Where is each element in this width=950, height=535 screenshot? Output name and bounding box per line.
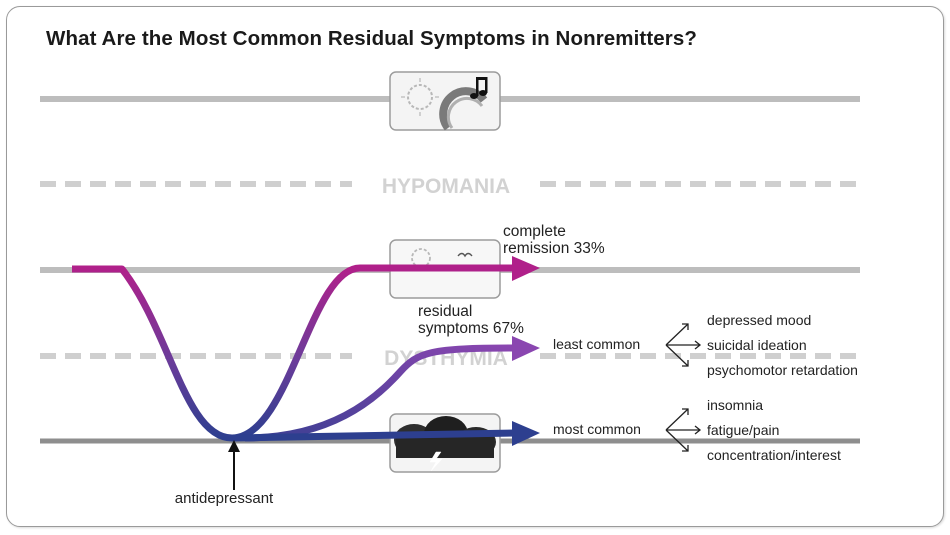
storm-cloud-icon (389, 413, 501, 473)
least-common-branch-arrows (665, 323, 702, 367)
most-common-branch-arrows (665, 408, 702, 452)
most-common-item-2: fatigue/pain (707, 422, 779, 438)
sun-music-icon (389, 71, 501, 131)
antidepressant-label: antidepressant (175, 490, 274, 507)
least-common-item-2: suicidal ideation (707, 337, 807, 353)
most-common-item-1: insomnia (707, 397, 763, 413)
least-common-item-3: psychomotor retardation (707, 362, 858, 378)
complete-remission-line1: complete (503, 223, 566, 240)
hypomania-label: HYPOMANIA (382, 175, 510, 198)
antidepressant-arrowhead (228, 440, 240, 452)
residual-line1: residual (418, 303, 472, 320)
most-common-item-3: concentration/interest (707, 447, 841, 463)
dysthymia-label: DYSTHYMIA (384, 347, 508, 370)
complete-remission-line2: remission 33% (503, 240, 605, 257)
residual-arrowhead (512, 336, 540, 361)
most-common-arrowhead (512, 421, 540, 446)
least-common-label: least common (553, 336, 640, 352)
page-title: What Are the Most Common Residual Sympto… (46, 27, 697, 50)
most-common-label: most common (553, 421, 641, 437)
remission-arrowhead (512, 256, 540, 281)
least-common-item-1: depressed mood (707, 312, 811, 328)
residual-line2: symptoms 67% (418, 320, 524, 337)
residual-curve (244, 344, 516, 442)
most-common-path (231, 429, 516, 442)
